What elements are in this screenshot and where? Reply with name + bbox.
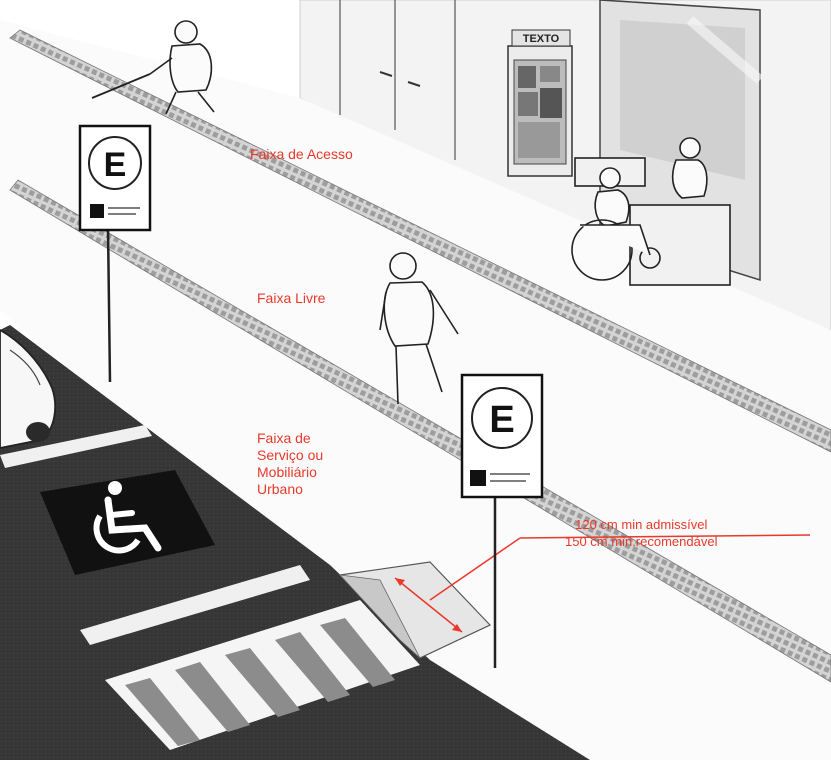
label-faixa-de-servico-line: Mobiliário (257, 464, 323, 481)
sign-letter-left: E (104, 146, 127, 184)
label-faixa-de-servico-line: Urbano (257, 481, 323, 498)
measurement-label: 120 cm min admissível 150 cm min.recomen… (565, 516, 717, 550)
measurement-recommended-label: 150 cm min.recomendável (565, 533, 717, 550)
label-faixa-de-servico-line: Faixa de (257, 430, 323, 447)
storefront-sign: TEXTO (523, 33, 560, 45)
label-faixa-de-servico: Faixa de Serviço ou Mobiliário Urbano (257, 430, 323, 498)
label-faixa-livre: Faixa Livre (257, 290, 325, 307)
label-faixa-de-acesso: Faixa de Acesso (250, 146, 353, 163)
sign-letter-right: E (489, 399, 514, 441)
label-faixa-de-servico-line: Serviço ou (257, 447, 323, 464)
measurement-min-label: 120 cm min admissível (565, 516, 717, 533)
